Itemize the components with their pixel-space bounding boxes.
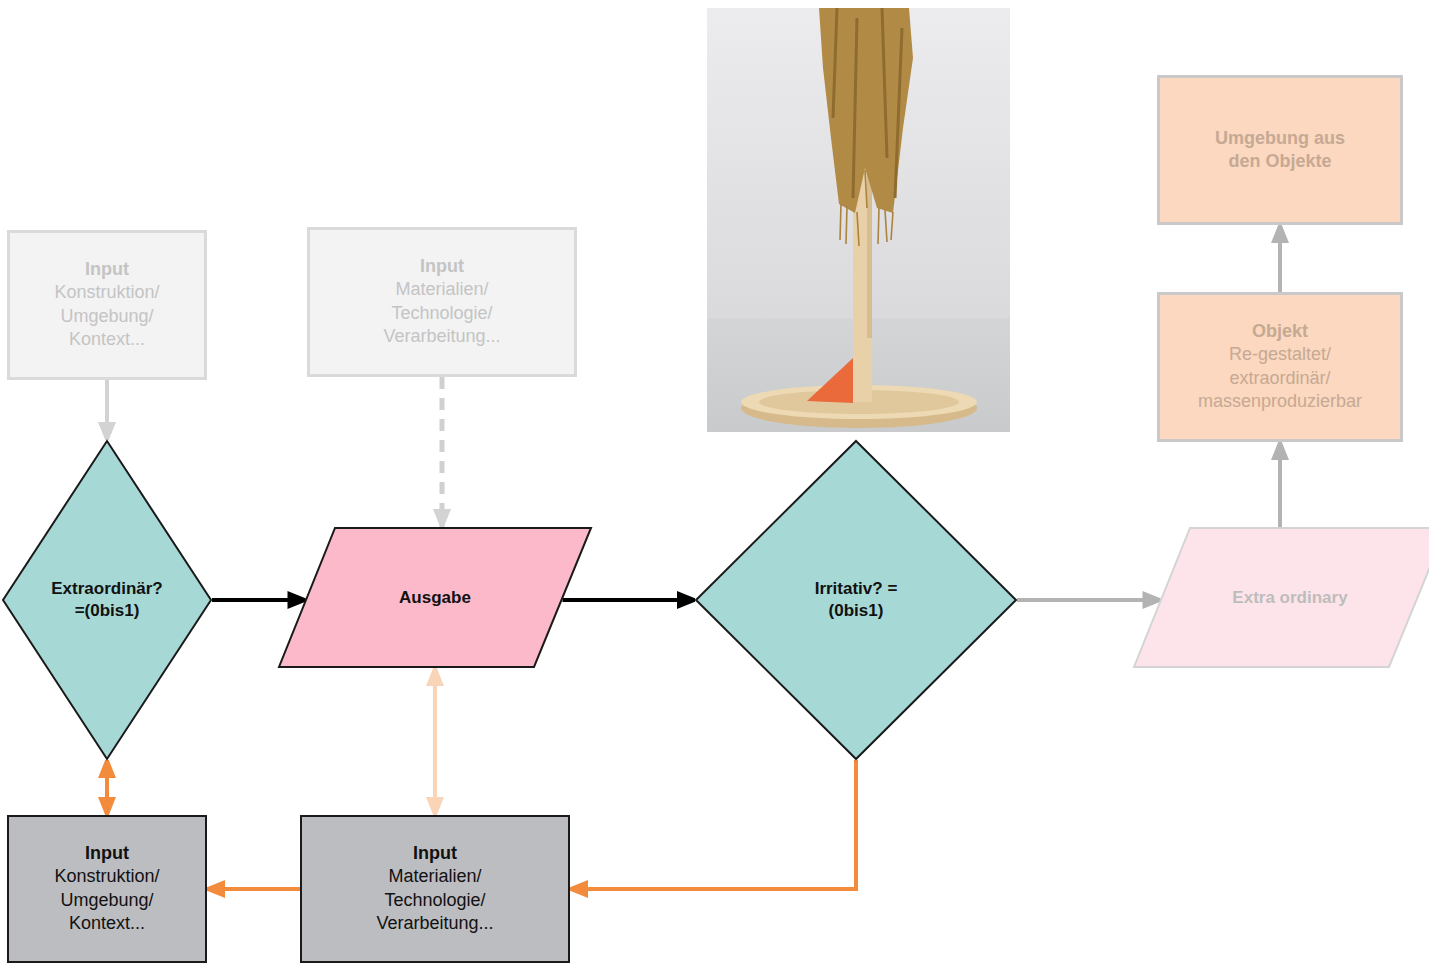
node-outline-shape bbox=[3, 441, 211, 759]
node-heading: Extraordinär? =(0bis1) bbox=[47, 578, 167, 622]
text-group: InputKonstruktion/ Umgebung/ Kontext... bbox=[42, 258, 172, 352]
node-heading: Input bbox=[42, 842, 172, 865]
node-heading: Irritativ? =(0bis1) bbox=[806, 578, 906, 622]
text-group: InputMaterialien/ Technologie/ Verarbeit… bbox=[367, 255, 517, 349]
arrow-connector bbox=[570, 760, 856, 889]
node-outline bbox=[2, 440, 212, 760]
output-parallelogram-faded: Extra ordinary bbox=[1133, 527, 1429, 668]
node-body: Re-gestaltet/ extraordinär/ massenproduz… bbox=[1180, 344, 1380, 414]
arrow-connector bbox=[440, 377, 445, 527]
decision-diamond: Extraordinär? =(0bis1) bbox=[2, 440, 212, 760]
node-outline-shape bbox=[696, 441, 1016, 759]
stand-pole-lower bbox=[853, 338, 872, 402]
node-body: Materialien/ Technologie/ Verarbeitung..… bbox=[360, 866, 510, 936]
text-group: Ausgabe bbox=[345, 586, 525, 608]
text-group: Umgebung aus den Objekte bbox=[1200, 127, 1360, 174]
arrow-connector bbox=[1017, 598, 1160, 602]
arrow-connector bbox=[207, 887, 300, 891]
arrow-connector bbox=[1278, 225, 1282, 292]
node-heading: Objekt bbox=[1180, 320, 1380, 343]
coat-stand-photo bbox=[707, 8, 1010, 432]
text-group: Extra ordinary bbox=[1200, 586, 1380, 608]
text-group: InputMaterialien/ Technologie/ Verarbeit… bbox=[360, 842, 510, 936]
node-heading: Input bbox=[42, 258, 172, 281]
text-group: InputKonstruktion/ Umgebung/ Kontext... bbox=[42, 842, 172, 936]
arrow-connector bbox=[562, 598, 695, 602]
scarf-folds bbox=[833, 8, 902, 198]
output-parallelogram: Ausgabe bbox=[278, 527, 592, 668]
scarf-fringe bbox=[840, 170, 893, 246]
text-group: Irritativ? =(0bis1) bbox=[806, 578, 906, 622]
arrow-connector bbox=[433, 668, 437, 815]
node-body: Materialien/ Technologie/ Verarbeitung..… bbox=[367, 279, 517, 349]
node-heading: Input bbox=[360, 842, 510, 865]
text-group: Extraordinär? =(0bis1) bbox=[47, 578, 167, 622]
input-box-faded: InputKonstruktion/ Umgebung/ Kontext... bbox=[7, 230, 207, 380]
node-heading: Ausgabe bbox=[345, 586, 525, 608]
result-box: Umgebung aus den Objekte bbox=[1157, 75, 1403, 225]
input-box: InputKonstruktion/ Umgebung/ Kontext... bbox=[7, 815, 207, 963]
arrow-connector bbox=[212, 598, 305, 602]
node-outline-shape bbox=[279, 528, 591, 667]
decision-diamond: Irritativ? =(0bis1) bbox=[695, 440, 1017, 760]
node-heading: Extra ordinary bbox=[1200, 586, 1380, 608]
input-box: InputMaterialien/ Technologie/ Verarbeit… bbox=[300, 815, 570, 963]
node-outline-shape bbox=[1134, 528, 1429, 667]
orange-wedge bbox=[807, 358, 853, 403]
arrow-connector bbox=[1278, 442, 1282, 527]
object-box: ObjektRe-gestaltet/ extraordinär/ massen… bbox=[1157, 292, 1403, 442]
node-heading: Umgebung aus den Objekte bbox=[1200, 127, 1360, 174]
node-body: Konstruktion/ Umgebung/ Kontext... bbox=[42, 282, 172, 352]
node-heading: Input bbox=[367, 255, 517, 278]
text-group: ObjektRe-gestaltet/ extraordinär/ massen… bbox=[1180, 320, 1380, 414]
arrow-connector bbox=[105, 760, 109, 815]
node-body: Konstruktion/ Umgebung/ Kontext... bbox=[42, 866, 172, 936]
arrow-connector bbox=[105, 380, 109, 440]
node-outline bbox=[695, 440, 1017, 760]
input-box-faded: InputMaterialien/ Technologie/ Verarbeit… bbox=[307, 227, 577, 377]
